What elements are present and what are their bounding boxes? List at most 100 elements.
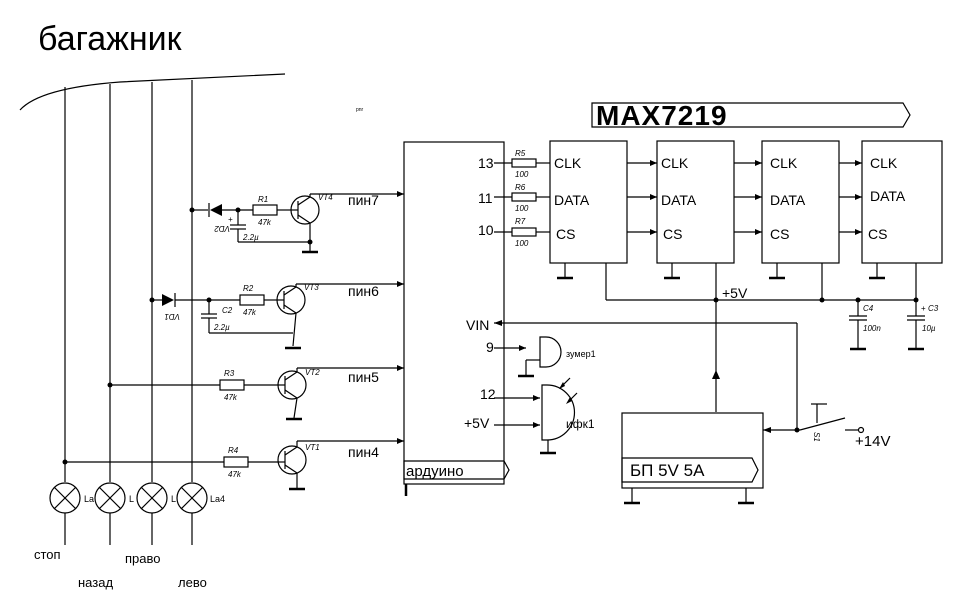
pin-clk: CLK (661, 155, 689, 171)
pin-arrows (397, 191, 404, 444)
transistor-label: VT3 (304, 283, 319, 292)
switch-label: S1 (812, 432, 821, 442)
capacitor-name: + (228, 215, 233, 224)
resistor-name: R4 (228, 446, 239, 455)
vin-wire (494, 320, 800, 433)
pin-clk: CLK (770, 155, 798, 171)
power-bus-5v: +5V (605, 263, 919, 412)
pin-cs: CS (868, 226, 887, 242)
resistor-r3: R3 47k (219, 369, 245, 402)
transistor-label: VT1 (305, 443, 320, 452)
max7219-title: MAX7219 (596, 100, 728, 131)
resistor-r7: R7 100 (511, 217, 537, 248)
pin-label-4: пин4 (348, 444, 379, 460)
trunk-outline (19, 73, 286, 111)
pin-clk: CLK (554, 155, 582, 171)
resistor-value: 100 (515, 239, 529, 248)
resistor-r6: R6 100 (511, 183, 537, 213)
pin-label-7: пин7 (348, 192, 379, 208)
pin-cs: CS (556, 226, 575, 242)
svg-text:+: + (921, 304, 926, 313)
resistor-value: 100 (515, 204, 529, 213)
ir-receiver: ифк1 (494, 377, 595, 455)
lamp-name: La4 (210, 494, 225, 504)
lamp-label-stop: стоп (34, 547, 61, 562)
arduino-pin-12: 12 (480, 386, 496, 402)
diagram-title: багажник (38, 20, 183, 58)
resistor-r5: R5 100 (511, 149, 537, 179)
buzzer-label: зумер1 (566, 349, 596, 359)
supply-label: +14V (855, 433, 890, 450)
pin-data: DATA (870, 188, 906, 204)
transistor-vt3: VT3 (276, 283, 319, 347)
transistor-label: VT4 (318, 193, 333, 202)
arduino-pin-13: 13 (478, 155, 494, 171)
capacitor-c1: + 2.2µ (228, 210, 259, 242)
resistor-value: 47k (224, 393, 238, 402)
resistor-r1: R1 47k (252, 195, 278, 227)
max7219-banner: MAX7219 (591, 100, 911, 131)
lamp-name: La (84, 494, 94, 504)
diode-label: VD2 (214, 224, 230, 233)
capacitor-c2: C2 2.2µ (201, 300, 233, 333)
lamp-stop: La (49, 482, 94, 545)
capacitor-name: C2 (222, 306, 233, 315)
buzzer: зумер1 (494, 336, 596, 378)
resistor-value: 47k (228, 470, 242, 479)
switch-s1: S1 +14V (763, 403, 890, 450)
arduino-board: ардуино (403, 141, 510, 496)
pin-clk: CLK (870, 155, 898, 171)
transistor-vt4: VT4 (290, 193, 333, 252)
pin-cs: CS (770, 226, 789, 242)
transistor-label: VT2 (305, 368, 320, 377)
pin-data: DATA (770, 192, 806, 208)
diode-label: VD1 (164, 312, 180, 321)
resistor-value: 47k (258, 218, 272, 227)
arduino-pin-11: 11 (478, 190, 493, 206)
capacitor-value: 100n (863, 324, 881, 333)
resistor-r4: R4 47k (223, 446, 249, 479)
lamp-right: L (136, 482, 176, 545)
lamp-label-back: назад (78, 575, 113, 590)
tiny-mark: pnr (356, 107, 364, 113)
resistor-name: R3 (224, 369, 235, 378)
lamp-name: L (171, 494, 176, 504)
pin-cs: CS (663, 226, 682, 242)
pin-data: DATA (554, 192, 590, 208)
resistor-value: 100 (515, 170, 529, 179)
resistor-name: R5 (515, 149, 526, 158)
arduino-pin-10: 10 (478, 222, 494, 238)
max7219-chip-3: CLK DATA CS (761, 140, 840, 280)
arduino-label: ардуино (406, 463, 464, 480)
pin-label-6: пин6 (348, 283, 379, 299)
transistor-vt2: VT2 (277, 368, 320, 419)
resistor-name: R7 (515, 217, 526, 226)
pin-data: DATA (661, 192, 697, 208)
capacitor-value: 10µ (922, 324, 936, 333)
diode-vd2: VD2 (208, 203, 230, 233)
capacitor-c4: C4 100n (849, 300, 881, 351)
arduino-pin-vin: VIN (466, 317, 489, 333)
transistor-vt1: VT1 (277, 441, 320, 488)
capacitor-c3: + C3 10µ (907, 300, 939, 351)
ir-label: ифк1 (566, 417, 595, 431)
lamp-label-left: лево (178, 575, 207, 590)
arduino-pin-5v: +5V (464, 415, 490, 431)
max7219-chip-2: CLK DATA CS (656, 140, 735, 280)
chain-arrows (627, 160, 862, 235)
resistor-name: R1 (258, 195, 268, 204)
capacitor-value: 2.2µ (242, 233, 259, 242)
lamp-back: L (94, 482, 134, 545)
lamp-left: La4 (176, 482, 225, 545)
pin-label-5: пин5 (348, 369, 379, 385)
resistor-r2: R2 47k (239, 284, 265, 317)
power-supply-block: БП 5V 5A (621, 412, 764, 505)
max7219-chip-1: CLK DATA CS (549, 140, 628, 280)
bus-label: +5V (722, 285, 748, 301)
lamp-name: L (129, 494, 134, 504)
resistor-name: R6 (515, 183, 526, 192)
resistor-value: 47k (243, 308, 257, 317)
resistor-name: R2 (243, 284, 254, 293)
arduino-pin-9: 9 (486, 339, 494, 355)
